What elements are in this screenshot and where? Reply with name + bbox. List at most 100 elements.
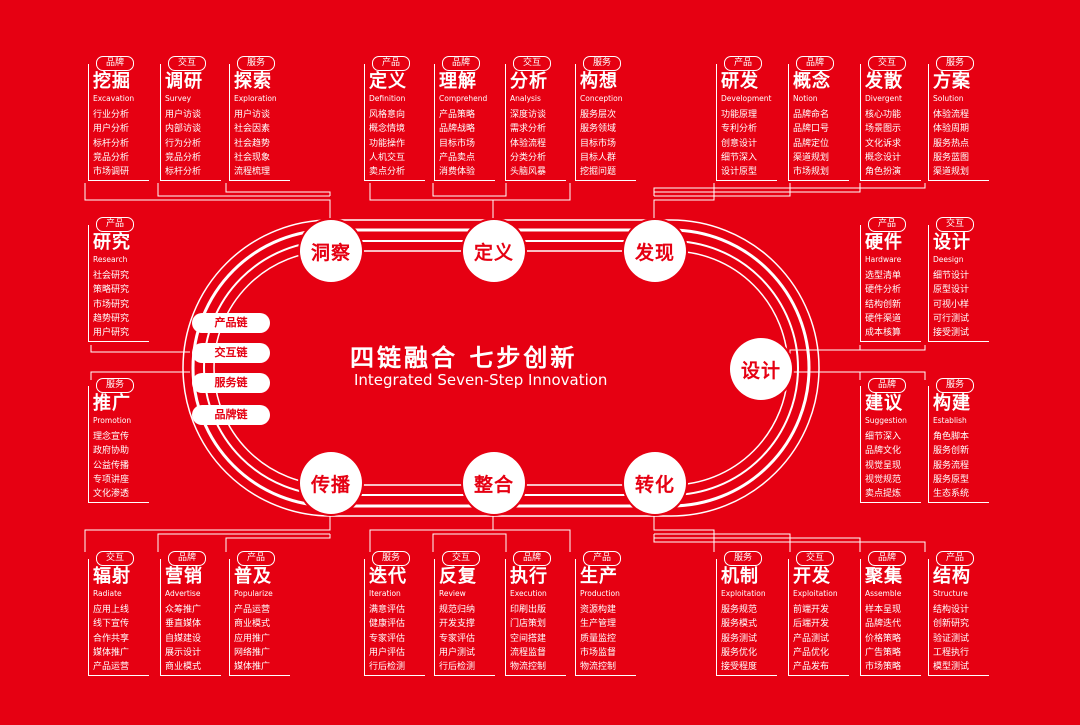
card-item: 渠道规划 [793, 152, 830, 163]
step-node[interactable]: 发现 [624, 220, 686, 282]
card-title: 构想 [580, 71, 618, 92]
card-item: 可行测试 [933, 313, 970, 324]
card-item: 功能操作 [369, 138, 406, 149]
card-item: 市场调研 [93, 167, 130, 178]
card-frame [928, 64, 989, 181]
card-title: 分析 [510, 71, 548, 92]
step-node[interactable]: 设计 [730, 338, 792, 400]
step-node[interactable]: 洞察 [300, 220, 362, 282]
card-title: 挖掘 [93, 71, 131, 92]
chain-label[interactable]: 交互链 [192, 343, 270, 363]
card-tag: 品牌 [796, 56, 834, 71]
card-item: 可视小样 [933, 299, 970, 310]
card-item: 专家评估 [369, 633, 406, 644]
card-frame [575, 559, 636, 676]
card-item: 流程梳理 [234, 167, 271, 178]
card-frame [860, 386, 921, 503]
card-title: 机制 [721, 566, 759, 587]
card-english-title: Solution [933, 94, 964, 103]
card-title: 调研 [165, 71, 203, 92]
card-frame [229, 64, 290, 181]
card-item-list: 选型清单硬件分析结构创新硬件渠道成本核算 [865, 269, 901, 340]
card-item: 社会研究 [93, 271, 130, 281]
chain-label[interactable]: 品牌链 [192, 405, 270, 425]
chain-label[interactable]: 产品链 [192, 313, 270, 333]
card-title: 营销 [165, 566, 203, 587]
card-title: 推广 [93, 393, 131, 414]
card-tag: 交互 [168, 56, 206, 71]
card-item: 结构设计 [933, 605, 970, 615]
card-english-title: Promotion [93, 416, 132, 425]
card-item: 产品运营 [234, 605, 271, 615]
card-item: 用户测试 [439, 647, 476, 658]
card-frame [88, 225, 149, 342]
step-node[interactable]: 整合 [463, 452, 525, 514]
card-item-list: 体验流程体验周期服务热点服务蓝图渠道规划 [933, 108, 969, 179]
card-item: 深度访谈 [510, 110, 547, 120]
card-item: 体验流程 [933, 110, 970, 120]
card-tag: 产品 [868, 217, 906, 232]
card-item: 标杆分析 [93, 138, 130, 149]
card-item: 专项讲座 [93, 474, 130, 485]
card-tag: 品牌 [442, 56, 480, 71]
card-frame [88, 386, 149, 503]
card-tag: 产品 [372, 56, 410, 71]
card-item: 成本核算 [865, 328, 902, 339]
card-tag: 服务 [936, 378, 974, 393]
card-item: 品牌命名 [793, 110, 830, 120]
card-english-title: Survey [165, 94, 192, 103]
card-english-title: Assemble [865, 589, 902, 598]
card-item: 流程监督 [510, 647, 547, 658]
card-item-list: 理念宣传政府协助公益传播专项讲座文化渗透 [93, 430, 129, 501]
card-english-title: Production [580, 589, 620, 598]
step-node[interactable]: 传播 [300, 452, 362, 514]
card-item: 物流控制 [580, 662, 617, 673]
card-item: 概念设计 [865, 152, 902, 163]
card-english-title: Advertise [165, 589, 201, 598]
card-item: 趋势研究 [93, 313, 130, 324]
card-title: 方案 [933, 71, 971, 92]
card-item: 细节设计 [933, 271, 970, 281]
card-item-list: 核心功能场景图示文化诉求概念设计角色扮演 [865, 108, 901, 179]
card-title: 硬件 [865, 232, 903, 253]
card-title: 建议 [865, 393, 903, 414]
card-english-title: Conception [580, 94, 623, 103]
step-node[interactable]: 定义 [463, 220, 525, 282]
card-item: 目标市场 [439, 138, 476, 149]
step-node[interactable]: 转化 [624, 452, 686, 514]
card-item: 品牌定位 [793, 138, 830, 149]
card-item: 创意设计 [721, 138, 758, 149]
chain-label[interactable]: 服务链 [192, 373, 270, 393]
card-item: 用户研究 [93, 328, 130, 339]
card-item: 行业分析 [93, 110, 130, 120]
card-item: 体验流程 [510, 138, 547, 149]
